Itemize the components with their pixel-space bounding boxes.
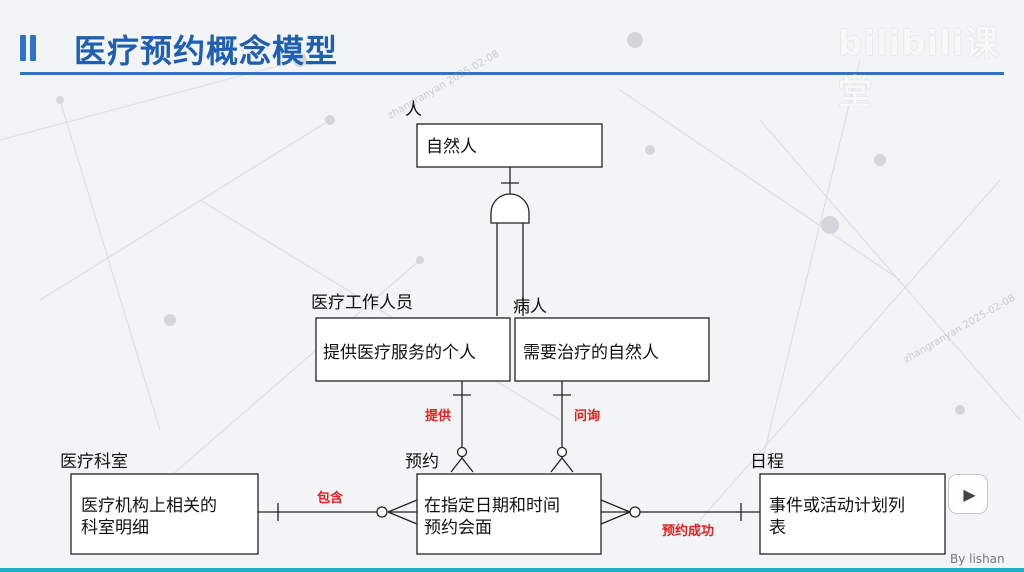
- bottom-progress-bar: [0, 568, 1024, 572]
- relation-provide-label: 提供: [425, 408, 451, 423]
- entity-staff: 医疗工作人员 提供医疗服务的个人: [311, 293, 511, 382]
- entity-person-box: [416, 123, 603, 168]
- subtype-connector: [490, 167, 530, 316]
- entity-appointment-description-line2: 预约会面: [424, 518, 492, 537]
- play-icon: ▶: [963, 484, 976, 504]
- entity-schedule-name: 日程: [750, 452, 784, 471]
- entity-staff-box: [315, 317, 511, 382]
- entity-schedule: 日程 事件或活动计划列 表: [750, 452, 946, 555]
- entity-schedule-description-line1: 事件或活动计划列: [769, 496, 905, 515]
- entity-schedule-box: [759, 473, 946, 555]
- entity-patient-name: 病人: [513, 297, 547, 316]
- entity-department-description-line2: 科室明细: [81, 518, 149, 537]
- entity-appointment-box: [416, 473, 602, 555]
- author-byline: By lishan: [950, 552, 1005, 566]
- bilibili-logo: bilibili课堂: [838, 24, 1000, 113]
- entity-appointment-description-line1: 在指定日期和时间: [424, 496, 560, 515]
- entity-patient: 病人 需要治疗的自然人: [513, 297, 710, 382]
- entity-person: 人 自然人: [405, 100, 603, 168]
- entity-staff-name: 医疗工作人员: [311, 293, 413, 312]
- entity-patient-description: 需要治疗的自然人: [523, 343, 659, 362]
- relation-provide-line: [450, 381, 474, 473]
- entity-department-description-line1: 医疗机构上相关的: [81, 496, 217, 515]
- relation-contain-label: 包含: [317, 490, 344, 505]
- title-divider: [20, 72, 1004, 75]
- relation-inquire-label: 问询: [574, 408, 600, 423]
- entity-appointment-name: 预约: [405, 452, 439, 471]
- relation-booked-line: [600, 499, 760, 525]
- entity-appointment: 预约 在指定日期和时间 预约会面: [405, 452, 602, 555]
- entity-department: 医疗科室 医疗机构上相关的 科室明细: [60, 452, 259, 555]
- entity-department-box: [70, 473, 259, 555]
- entity-department-name: 医疗科室: [60, 452, 128, 471]
- relation-booked-label: 预约成功: [662, 523, 714, 538]
- entity-staff-description: 提供医疗服务的个人: [323, 343, 476, 362]
- entity-person-description: 自然人: [426, 137, 477, 156]
- relation-contain-line: [258, 499, 418, 525]
- slide-title: 医疗预约概念模型: [74, 32, 339, 70]
- entity-schedule-description-line2: 表: [769, 518, 786, 537]
- entity-person-name: 人: [405, 100, 422, 119]
- relation-inquire-line: [550, 381, 574, 473]
- play-button[interactable]: ▶: [948, 474, 988, 514]
- title-bars-icon: [20, 35, 36, 61]
- slide-header: 医疗预约概念模型: [0, 0, 1024, 76]
- entity-patient-box: [514, 317, 710, 382]
